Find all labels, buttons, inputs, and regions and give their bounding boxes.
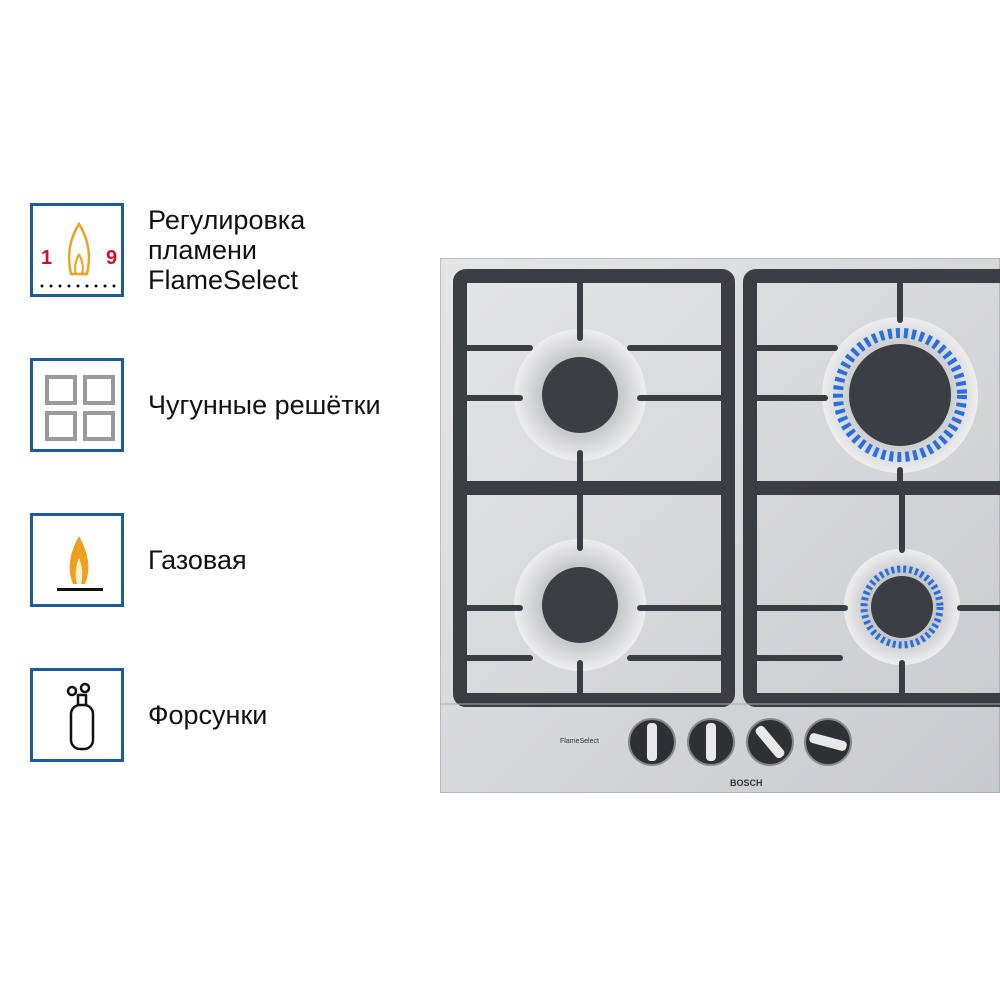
flameselect-logo: FlameSelect bbox=[560, 738, 599, 745]
burner-front-left bbox=[514, 329, 646, 461]
grate-right bbox=[743, 269, 1000, 707]
burner-rear-right bbox=[844, 549, 960, 665]
knob-4[interactable] bbox=[804, 718, 852, 766]
feature-gas: Газовая bbox=[30, 513, 247, 607]
svg-text:9: 9 bbox=[106, 247, 117, 269]
knob-1[interactable] bbox=[628, 718, 676, 766]
gas-flame-icon bbox=[30, 513, 124, 607]
gas-cylinder-icon bbox=[30, 668, 124, 762]
feature-label: Чугунные решётки bbox=[148, 390, 381, 420]
cast-iron-grates-icon bbox=[30, 358, 124, 452]
grate-fingers bbox=[457, 273, 1000, 703]
svg-text:1: 1 bbox=[41, 247, 52, 269]
grate-left bbox=[453, 269, 735, 707]
feature-grates: Чугунные решётки bbox=[30, 358, 381, 452]
knob-2[interactable] bbox=[687, 718, 735, 766]
control-knobs bbox=[628, 718, 852, 766]
feature-nozzles: Форсунки bbox=[30, 668, 267, 762]
burner-rear-left bbox=[514, 539, 646, 671]
feature-label: Форсунки bbox=[148, 700, 268, 730]
knob-3[interactable] bbox=[746, 718, 794, 766]
burner-front-right bbox=[822, 317, 978, 473]
gas-hob-image: FlameSelect BOSCH bbox=[440, 258, 1000, 793]
feature-label: Газовая bbox=[148, 545, 247, 575]
brand-logo: BOSCH bbox=[730, 778, 763, 788]
flame-select-icon: 1 9 bbox=[30, 203, 124, 297]
